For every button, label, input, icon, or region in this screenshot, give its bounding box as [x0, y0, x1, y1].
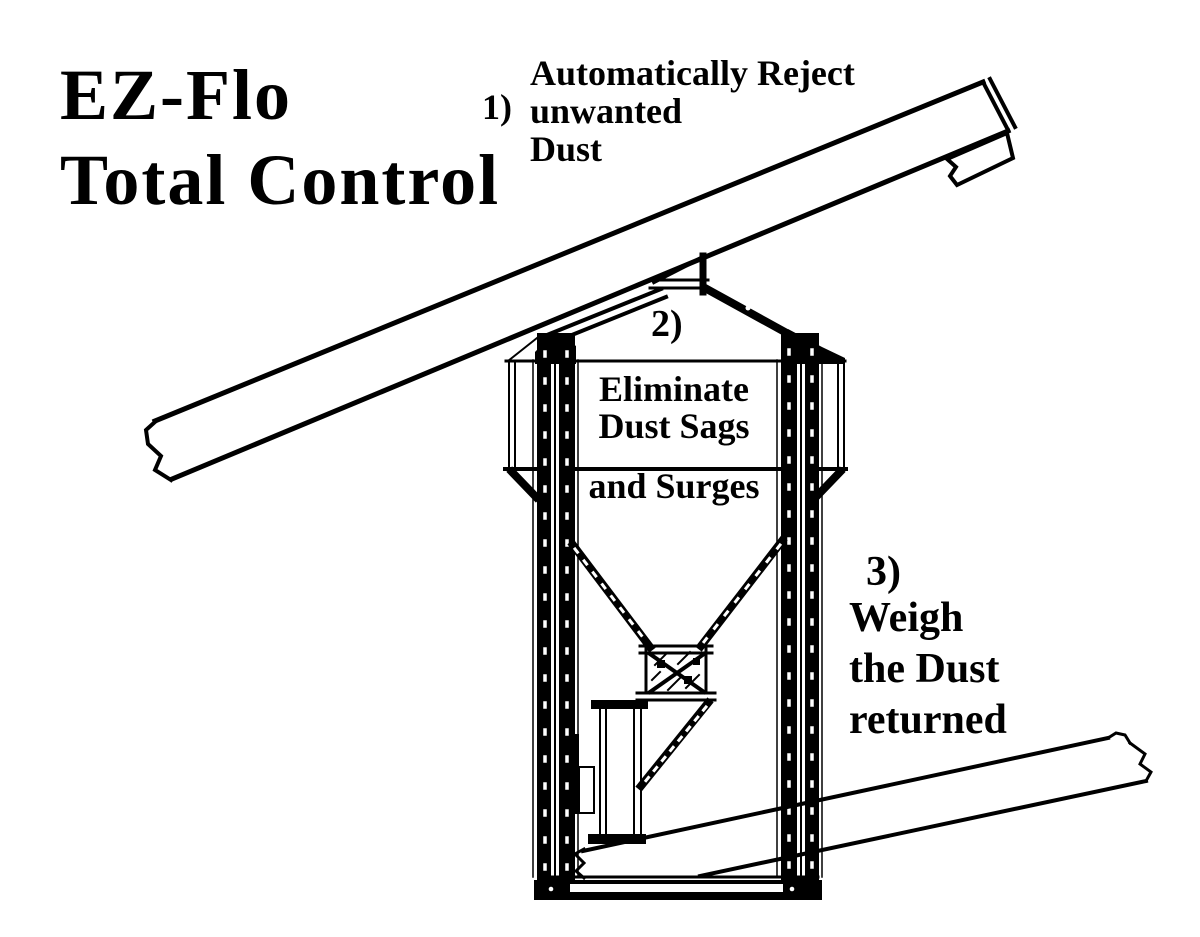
callout-2-line1: Eliminate	[599, 369, 749, 409]
callout-3-number: 3)	[866, 549, 901, 595]
discharge-housing	[571, 700, 648, 844]
brand-title: EZ-Flo Total Control	[60, 53, 500, 223]
conveyor-break-left-upper	[143, 418, 174, 483]
callout-1-line3: Dust	[530, 129, 603, 169]
callout-2-text: Eliminate Dust Sags	[505, 371, 843, 445]
callout-1-number: 1)	[482, 87, 512, 127]
callout-3-line3: returned	[849, 697, 1007, 743]
base-frame	[534, 875, 822, 900]
callout-2-line3: and Surges	[588, 466, 760, 506]
callout-1-line1: Automatically Reject	[530, 53, 855, 93]
callout-3-text: Weigh the Dust returned	[849, 593, 1007, 746]
brand-title-line2: Total Control	[60, 140, 501, 220]
callout-1-line2: unwanted	[530, 91, 683, 131]
brand-title-line1: EZ-Flo	[60, 55, 293, 135]
hopper-funnel	[567, 535, 788, 653]
conveyor-break-left-lower	[572, 846, 587, 881]
metering-valve	[635, 644, 717, 702]
callout-3-line1: Weigh	[849, 595, 964, 641]
drop-chute	[635, 697, 714, 792]
callout-3-line2: the Dust	[849, 646, 1000, 692]
callout-1-text: Automatically Reject unwanted Dust	[530, 54, 855, 168]
callout-2-line2: Dust Sags	[598, 406, 750, 446]
callout-2-number: 2)	[651, 303, 683, 345]
discharge-spout	[943, 130, 1016, 188]
return-conveyor	[572, 731, 1153, 881]
support-column-left	[532, 333, 579, 900]
mount-bracket	[648, 252, 710, 296]
conveyor-break-right	[1127, 740, 1153, 784]
overhead-conveyor	[143, 76, 1018, 483]
